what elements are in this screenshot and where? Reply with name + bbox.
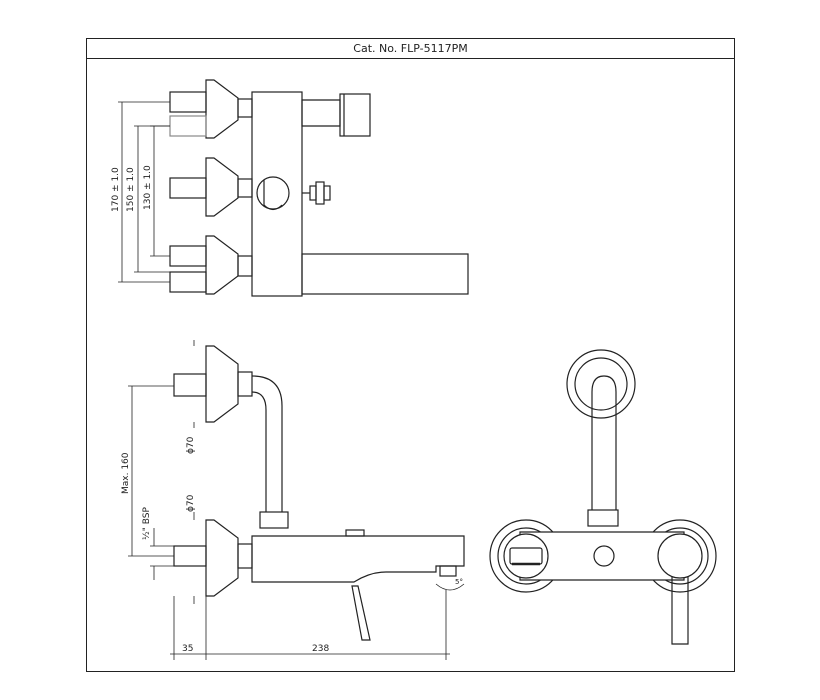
side-dimensions bbox=[128, 340, 450, 660]
front-riser-right bbox=[591, 375, 617, 510]
top-spout bbox=[301, 253, 469, 295]
drawing-sheet: Cat. No. FLP-5117PM bbox=[86, 38, 735, 672]
dim-238: 238 bbox=[312, 644, 329, 654]
front-view bbox=[489, 349, 717, 645]
side-button bbox=[345, 529, 365, 537]
front-lever bbox=[671, 576, 689, 645]
side-riser-inner bbox=[251, 391, 267, 512]
side-view: 5° Max. 160 ϕ70 ϕ70 ½" BSP 35 238 bbox=[121, 340, 465, 660]
dim-170: 170 ± 1.0 bbox=[111, 167, 121, 212]
front-nut bbox=[587, 509, 619, 527]
top-diverter-stem bbox=[301, 99, 341, 127]
dim-angle: 5° bbox=[455, 578, 463, 586]
top-view: 170 ± 1.0 150 ± 1.0 130 ± 1.0 bbox=[111, 79, 469, 297]
side-body bbox=[251, 535, 465, 583]
side-nut bbox=[259, 511, 289, 529]
side-aerator bbox=[439, 565, 457, 577]
top-push-button bbox=[302, 181, 331, 205]
front-diverter bbox=[503, 533, 549, 579]
dim-bsp: ½" BSP bbox=[142, 507, 152, 540]
front-upper-rosette bbox=[566, 349, 636, 419]
top-flange-1-ghost bbox=[169, 115, 207, 137]
side-riser-outer bbox=[251, 375, 283, 512]
top-flange-3 bbox=[169, 235, 253, 295]
catalog-title: Cat. No. FLP-5117PM bbox=[87, 39, 734, 59]
top-flange-1 bbox=[169, 79, 253, 139]
side-lever bbox=[351, 585, 371, 641]
dim-35: 35 bbox=[182, 644, 193, 654]
top-diverter-knob bbox=[339, 93, 371, 137]
front-handle-cap bbox=[657, 533, 703, 579]
top-body bbox=[251, 91, 303, 297]
dim-150: 150 ± 1.0 bbox=[126, 167, 136, 212]
top-flange-2 bbox=[169, 157, 253, 217]
dim-max-160: Max. 160 bbox=[121, 452, 131, 494]
front-button bbox=[593, 545, 615, 567]
top-dimensions bbox=[118, 101, 170, 283]
top-outlet-ring bbox=[256, 176, 290, 210]
side-lower-flange bbox=[173, 519, 253, 597]
dim-130: 130 ± 1.0 bbox=[143, 165, 153, 210]
dim-dia70-upper: ϕ70 bbox=[186, 436, 196, 454]
dim-dia70-lower: ϕ70 bbox=[186, 494, 196, 512]
side-upper-flange bbox=[173, 345, 253, 423]
